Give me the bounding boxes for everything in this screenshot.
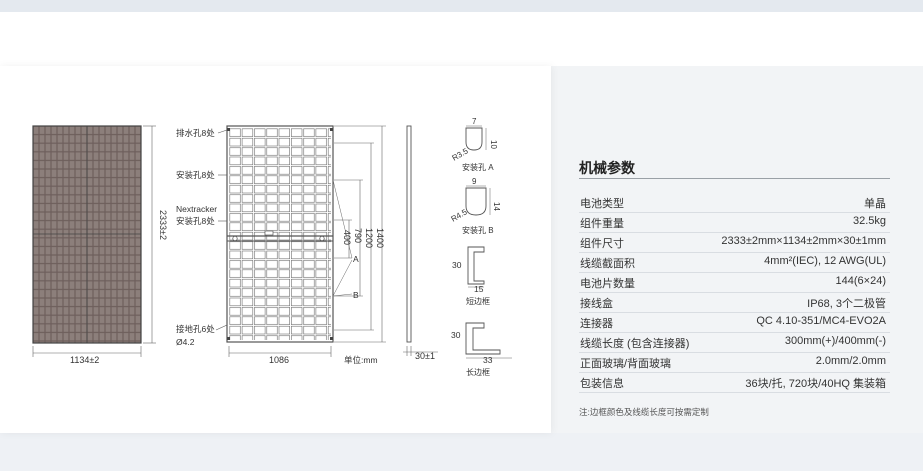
label-a: A: [353, 254, 359, 264]
param-value: QC 4.10-351/MC4-EVO2A: [756, 315, 886, 327]
param-label: 线缆长度 (包含连接器): [580, 338, 690, 350]
hole-a-radius: R3.5: [451, 146, 471, 163]
hole-a-detail: 7 10 R3.5 安装孔 A: [451, 117, 499, 172]
param-row: 组件尺寸 2333±2mm×1134±2mm×30±1mm: [579, 232, 890, 253]
param-value: 2333±2mm×1134±2mm×30±1mm: [721, 235, 886, 247]
front-view: 2333±2 1134±2: [32, 125, 168, 365]
params-title: 机械参数: [579, 160, 635, 176]
param-value: 2.0mm/2.0mm: [815, 355, 886, 367]
param-label: 包装信息: [580, 378, 624, 390]
long-frame-width: 33: [483, 355, 493, 365]
short-frame-width: 15: [474, 284, 484, 294]
hole-b-width: 9: [472, 177, 477, 186]
dim-inner-label: 1086: [269, 355, 289, 365]
param-row: 线缆长度 (包含连接器) 300mm(+)/400mm(-): [579, 332, 890, 353]
hole-b-height: 14: [492, 202, 501, 211]
params-note: 注:边框颜色及线缆长度可按需定制: [579, 407, 709, 417]
param-label: 线缆截面积: [580, 258, 635, 270]
drain-holes-label: 排水孔8处: [176, 128, 215, 138]
dim-height-label: 2333±2: [158, 210, 168, 240]
side-view: 30±1: [403, 125, 438, 361]
param-label: 组件尺寸: [580, 238, 624, 250]
param-value: 单晶: [864, 198, 886, 210]
param-row: 包装信息 36块/托, 720块/40HQ 集装箱: [579, 372, 890, 393]
nextracker-label-2: 安装孔8处: [176, 216, 215, 226]
dim-1200-label: 1200: [364, 228, 374, 248]
back-view: 排水孔8处 安装孔8处 Nextracker 安装孔8处 接地孔6处 Ø4.2 …: [176, 125, 386, 365]
long-frame-height: 30: [451, 330, 461, 340]
param-value: IP68, 3个二极管: [807, 298, 886, 310]
param-value: 4mm²(IEC), 12 AWG(UL): [764, 255, 886, 267]
param-label: 连接器: [580, 318, 613, 330]
hole-a-height: 10: [489, 140, 498, 149]
params-panel: [551, 66, 923, 433]
dim-790-label: 790: [353, 228, 363, 243]
hole-a-width: 7: [472, 117, 477, 126]
dim-width-label: 1134±2: [70, 355, 99, 365]
hole-b-label: 安装孔 B: [462, 225, 494, 235]
hole-a-label: 安装孔 A: [462, 162, 494, 172]
param-row: 接线盒 IP68, 3个二极管: [579, 292, 890, 313]
param-row: 电池类型 单晶: [579, 192, 890, 213]
unit-label: 单位:mm: [344, 355, 378, 365]
short-frame-label: 短边框: [466, 296, 490, 306]
param-value: 300mm(+)/400mm(-): [784, 335, 886, 347]
nextracker-label-1: Nextracker: [176, 204, 217, 214]
param-row: 连接器 QC 4.10-351/MC4-EVO2A: [579, 312, 890, 333]
param-label: 组件重量: [580, 218, 624, 230]
label-b: B: [353, 290, 359, 300]
dim-thickness-label: 30±1: [415, 351, 435, 361]
param-value: 32.5kg: [852, 215, 886, 227]
short-frame-profile: 30 15 短边框: [452, 246, 490, 306]
param-row: 正面玻璃/背面玻璃 2.0mm/2.0mm: [579, 352, 890, 373]
param-row: 电池片数量 144(6×24): [579, 272, 890, 293]
param-value: 36块/托, 720块/40HQ 集装箱: [745, 378, 886, 390]
dim-1400-label: 1400: [375, 228, 385, 248]
params-title-divider: [579, 178, 890, 179]
ground-dia-label: Ø4.2: [176, 337, 195, 347]
param-label: 正面玻璃/背面玻璃: [580, 358, 672, 370]
long-frame-label: 长边框: [466, 367, 490, 377]
param-label: 接线盒: [580, 298, 613, 310]
param-label: 电池片数量: [580, 278, 635, 290]
top-band: [0, 0, 923, 12]
param-value: 144(6×24): [835, 275, 886, 287]
hole-b-detail: 9 14 R4.5 安装孔 B: [450, 177, 502, 235]
short-frame-height: 30: [452, 260, 462, 270]
technical-drawing: 2333±2 1134±2 排水孔8处 安装孔8处 Nextracker 安装孔…: [32, 117, 512, 377]
param-row: 组件重量 32.5kg: [579, 212, 890, 233]
ground-holes-label: 接地孔6处: [176, 324, 215, 334]
param-row: 线缆截面积 4mm²(IEC), 12 AWG(UL): [579, 252, 890, 273]
long-frame-profile: 30 33 长边框: [451, 322, 512, 377]
mount-holes-label: 安装孔8处: [176, 170, 215, 180]
param-label: 电池类型: [580, 198, 624, 210]
